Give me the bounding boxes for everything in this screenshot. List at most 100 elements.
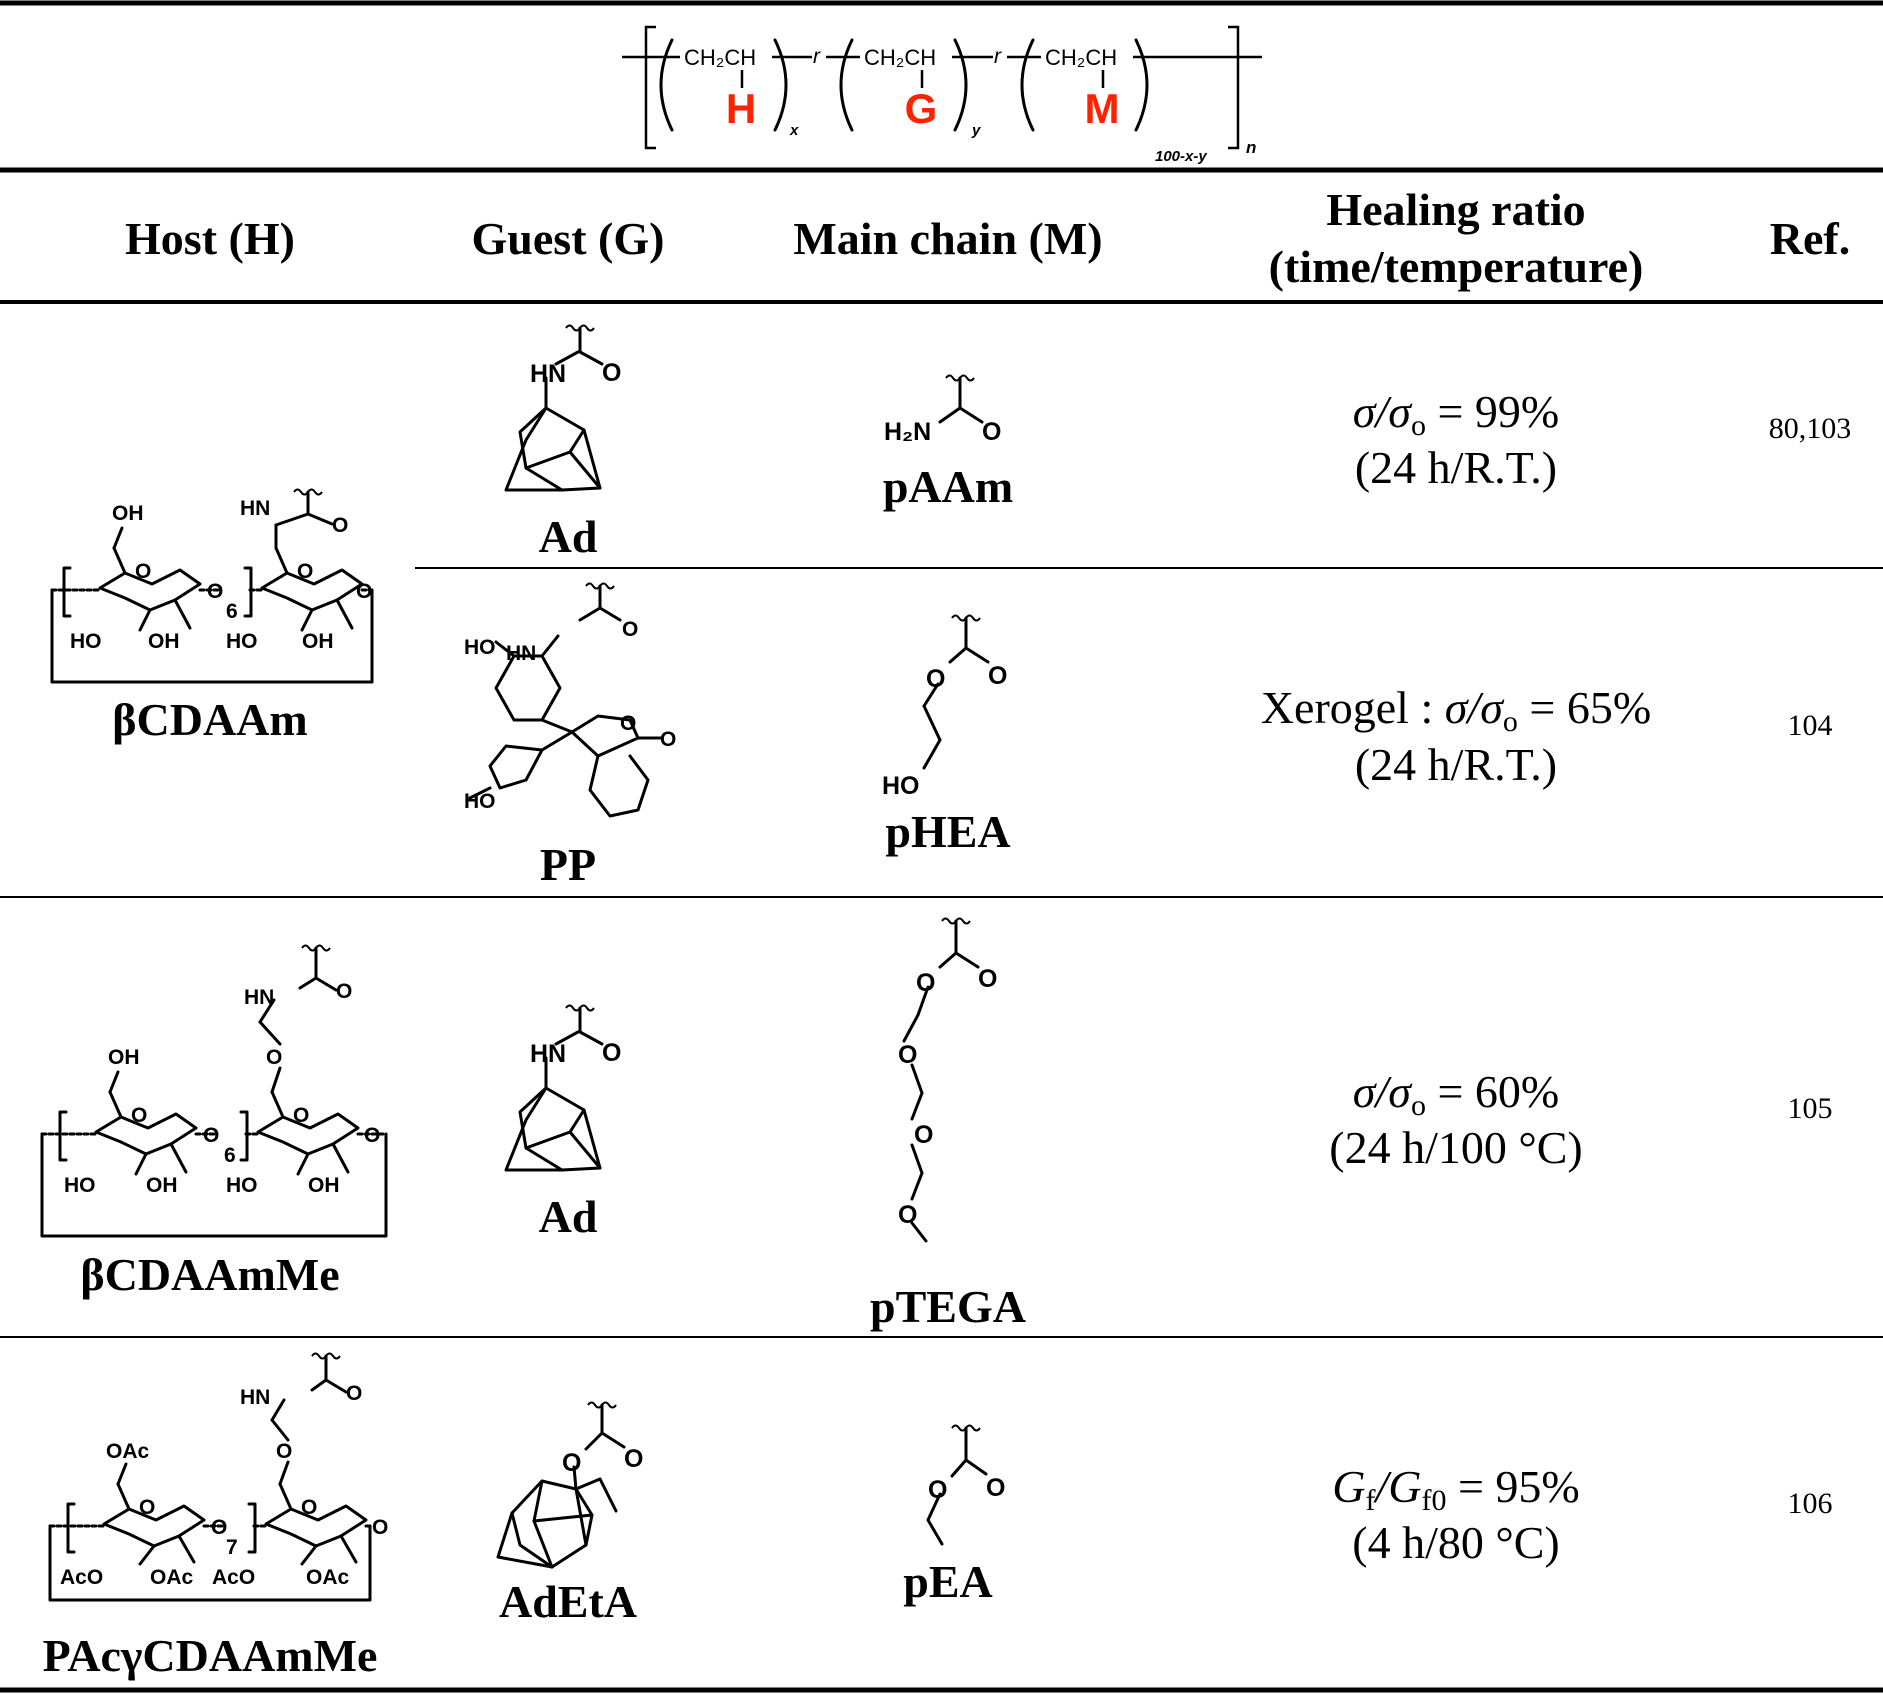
atom-ho: HO bbox=[70, 630, 102, 653]
main-structure-paam: H₂N O bbox=[884, 374, 1001, 446]
ref-row4: 106 bbox=[1788, 1487, 1833, 1520]
atom-oac: OAc bbox=[306, 1566, 350, 1589]
guest-structure-ad-2: HN O bbox=[504, 1004, 621, 1172]
healing-ratio-row3: σ/σo = 60% bbox=[1353, 1066, 1559, 1122]
host-letter: H bbox=[726, 85, 756, 132]
atom-hn: HN bbox=[530, 1040, 566, 1068]
subscript-n: n bbox=[1246, 138, 1256, 157]
atom-o: O bbox=[660, 728, 676, 751]
atom-o: O bbox=[297, 560, 313, 583]
guest-name-row4: AdEtA bbox=[499, 1576, 637, 1627]
guest-structure-ad-1: HN O bbox=[504, 324, 621, 492]
guest-name-row2: PP bbox=[540, 839, 596, 890]
guest-structure-adeta: O O bbox=[496, 1401, 643, 1569]
main-letter: M bbox=[1085, 85, 1120, 132]
atom-o: O bbox=[364, 1124, 380, 1147]
atom-o: O bbox=[898, 1201, 917, 1229]
healing-ratio-row1: σ/σo = 99% bbox=[1353, 386, 1559, 442]
atom-o: O bbox=[346, 1382, 362, 1405]
atom-ho: HO bbox=[464, 790, 496, 813]
atom-7: 7 bbox=[226, 1536, 238, 1559]
host-name-row3: βCDAAmMe bbox=[80, 1249, 339, 1300]
atom-aco: AcO bbox=[60, 1566, 103, 1589]
atom-hn: HN bbox=[240, 1386, 270, 1409]
ref-row1: 80,103 bbox=[1769, 412, 1852, 445]
atom-o: O bbox=[207, 580, 223, 603]
atom-o: O bbox=[336, 980, 352, 1003]
copolymer-formula: n CH₂CH H x r CH₂CH G y r CH₂CH M 100-x-… bbox=[0, 0, 1883, 165]
atom-o: O bbox=[622, 618, 638, 641]
atom-o: O bbox=[928, 1476, 947, 1504]
atom-ho: HO bbox=[64, 1174, 96, 1197]
main-name-row1: pAAm bbox=[883, 461, 1013, 512]
atom-oh: OH bbox=[308, 1174, 340, 1197]
header-healing-ratio: Healing ratio bbox=[1326, 184, 1585, 235]
atom-o: O bbox=[914, 1121, 933, 1149]
atom-aco: AcO bbox=[212, 1566, 255, 1589]
atom-ho: HO bbox=[226, 1174, 258, 1197]
host-structure-pacgcdaamme: OAc O O AcO OAc 7 O HN O O O AcO OAc bbox=[48, 1352, 388, 1602]
unit-h-label: CH₂CH bbox=[684, 45, 756, 70]
atom-ho: HO bbox=[226, 630, 258, 653]
main-name-row2: pHEA bbox=[885, 806, 1010, 857]
healing-condition-row4: (4 h/80 °C) bbox=[1352, 1517, 1560, 1568]
healing-condition-row2: (24 h/R.T.) bbox=[1355, 739, 1557, 790]
header-time-temperature: (time/temperature) bbox=[1269, 241, 1644, 292]
healing-condition-row3: (24 h/100 °C) bbox=[1329, 1122, 1583, 1173]
atom-o: O bbox=[620, 712, 636, 735]
random-link-2: r bbox=[994, 45, 1002, 68]
atom-o: O bbox=[562, 1449, 581, 1477]
main-name-row3: pTEGA bbox=[870, 1281, 1026, 1332]
host-name-row1: βCDAAm bbox=[112, 694, 307, 745]
atom-o: O bbox=[332, 514, 348, 537]
atom-o: O bbox=[356, 580, 372, 603]
guest-structure-pp: HN O HO O O HO bbox=[464, 582, 676, 818]
atom-o: O bbox=[602, 359, 621, 387]
header-main-chain: Main chain (M) bbox=[793, 213, 1102, 264]
atom-hn: HN bbox=[530, 360, 566, 388]
atom-ho: HO bbox=[882, 772, 920, 800]
guest-name-row1: Ad bbox=[539, 511, 598, 562]
atom-o: O bbox=[203, 1124, 219, 1147]
healing-ratio-row4: Gf/Gf0 = 95% bbox=[1332, 1461, 1580, 1517]
main-name-row4: pEA bbox=[903, 1556, 992, 1607]
subscript-y: y bbox=[971, 122, 981, 139]
atom-oh: OH bbox=[112, 502, 144, 525]
healing-ratio-row2: Xerogel : σ/σo = 65% bbox=[1261, 682, 1651, 738]
atom-oac: OAc bbox=[106, 1440, 150, 1463]
atom-o: O bbox=[916, 969, 935, 997]
atom-o: O bbox=[988, 662, 1007, 690]
atom-o: O bbox=[982, 418, 1001, 446]
table-rules bbox=[0, 167, 1883, 1693]
atom-o: O bbox=[602, 1039, 621, 1067]
atom-hn: HN bbox=[244, 986, 274, 1009]
atom-oh: OH bbox=[148, 630, 180, 653]
atom-6: 6 bbox=[226, 600, 238, 623]
atom-o: O bbox=[131, 1104, 147, 1127]
atom-6: 6 bbox=[224, 1144, 236, 1167]
atom-h2n: H₂N bbox=[884, 418, 931, 446]
healing-condition-row1: (24 h/R.T.) bbox=[1355, 442, 1557, 493]
unit-g-label: CH₂CH bbox=[864, 45, 936, 70]
atom-o: O bbox=[926, 665, 945, 693]
guest-name-row3: Ad bbox=[539, 1191, 598, 1242]
atom-oh: OH bbox=[146, 1174, 178, 1197]
random-link-1: r bbox=[813, 45, 821, 68]
guest-letter: G bbox=[905, 85, 938, 132]
atom-o: O bbox=[293, 1104, 309, 1127]
main-structure-phea: O O HO bbox=[882, 614, 1007, 800]
main-structure-pea: O O bbox=[926, 1424, 1005, 1546]
atom-o: O bbox=[135, 560, 151, 583]
atom-o: O bbox=[276, 1440, 292, 1463]
header-host: Host (H) bbox=[125, 213, 295, 264]
host-structure-bcdaam: OH O O HO OH 6 HN O O O HO OH bbox=[50, 488, 374, 684]
subscript-100-x-y: 100-x-y bbox=[1155, 148, 1207, 165]
atom-o: O bbox=[211, 1516, 227, 1539]
subscript-x: x bbox=[789, 122, 799, 139]
host-name-row4: PAcγCDAAmMe bbox=[43, 1630, 378, 1681]
atom-ho: HO bbox=[464, 636, 496, 659]
main-structure-ptega: O O O O O bbox=[898, 917, 997, 1243]
ref-row3: 105 bbox=[1788, 1092, 1833, 1125]
atom-o: O bbox=[266, 1046, 282, 1069]
